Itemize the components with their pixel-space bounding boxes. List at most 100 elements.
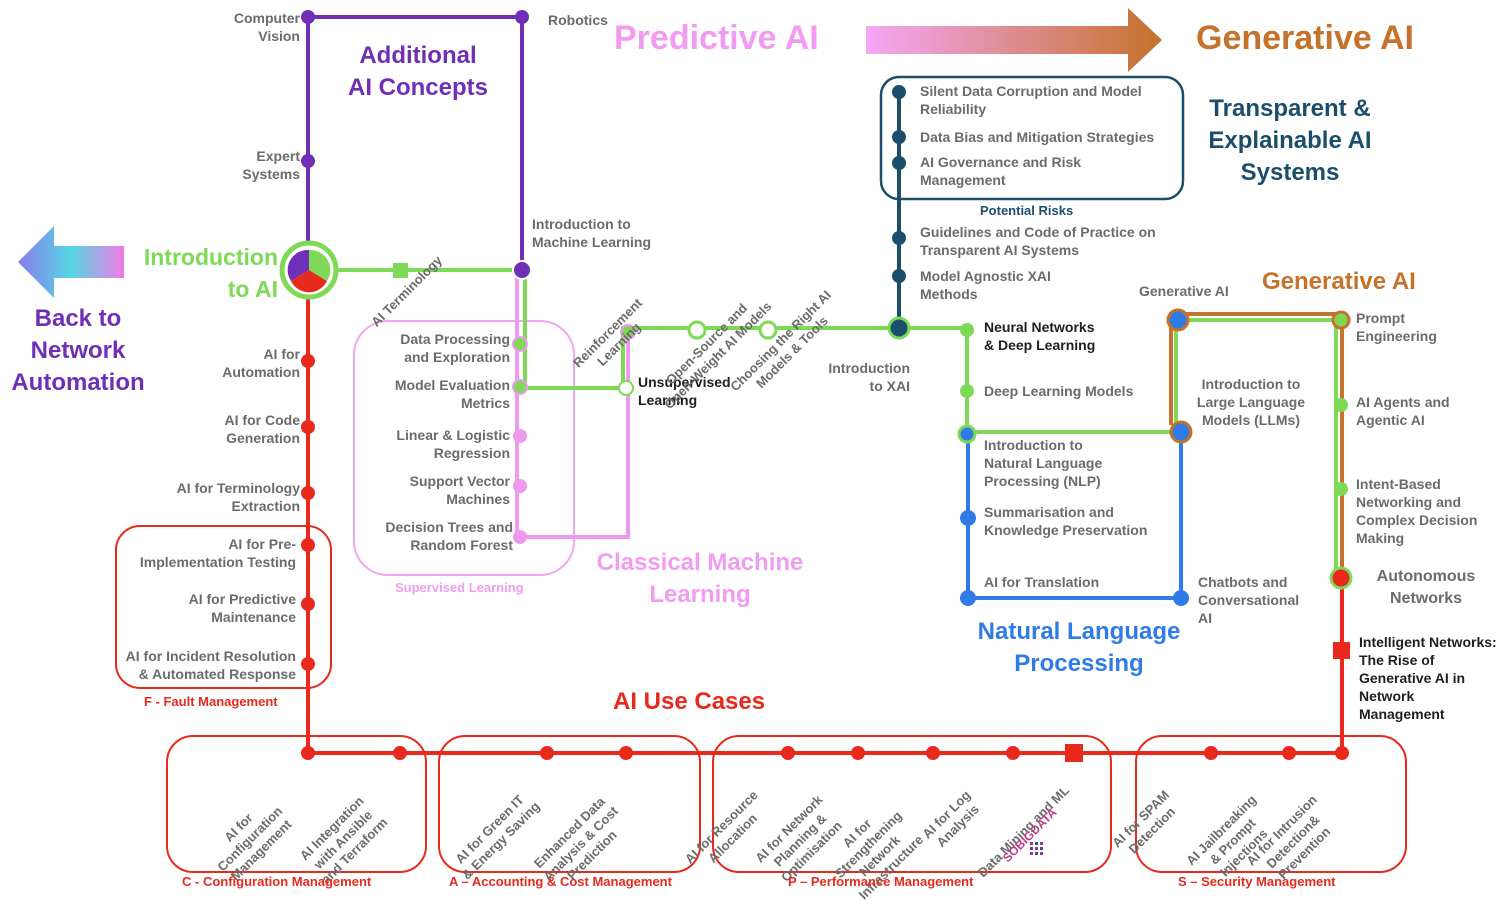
label-security-management: S – Security Management bbox=[1178, 874, 1336, 889]
label-chatbots: Chatbots and Conversational AI bbox=[1198, 574, 1300, 626]
station-translation[interactable] bbox=[960, 590, 976, 606]
station-data-bias[interactable] bbox=[892, 130, 906, 144]
generative-ai-top-heading: Generative AI bbox=[1196, 19, 1414, 57]
performance-group-box bbox=[712, 735, 1112, 873]
station-ai-code[interactable] bbox=[301, 420, 315, 434]
back-arrow-icon[interactable] bbox=[18, 226, 124, 298]
station-robotics[interactable] bbox=[515, 10, 529, 24]
label-ai-terminology-extraction: AI for Terminology Extraction bbox=[176, 480, 300, 514]
station-resource-alloc[interactable] bbox=[781, 746, 795, 760]
station-decision-trees[interactable] bbox=[513, 530, 527, 544]
back-to-network-automation[interactable]: Back to Network Automation bbox=[11, 305, 145, 396]
station-computer-vision[interactable] bbox=[301, 10, 315, 24]
station-autonomous[interactable] bbox=[1329, 566, 1353, 590]
station-model-agnostic[interactable] bbox=[892, 269, 906, 283]
station-generative-ai[interactable] bbox=[1166, 308, 1190, 332]
station-ai-agents[interactable] bbox=[1334, 398, 1348, 412]
label-deep-learning: Deep Learning Models bbox=[984, 383, 1134, 399]
intro-ai-heading: Introduction to AI bbox=[143, 244, 278, 302]
label-linear-logistic: Linear & Logistic Regression bbox=[396, 427, 510, 461]
configuration-group-box bbox=[166, 735, 427, 873]
hub-purple-segment bbox=[287, 249, 309, 281]
station-config-mgmt[interactable] bbox=[301, 746, 315, 760]
station-ai-preimpl[interactable] bbox=[301, 538, 315, 552]
station-deep-learning[interactable] bbox=[960, 384, 974, 398]
station-ansible[interactable] bbox=[393, 746, 407, 760]
sobigdata-logo-icon bbox=[1030, 842, 1043, 855]
station-jailbreaking[interactable] bbox=[1282, 746, 1296, 760]
label-intent-based: Intent-Based Networking and Complex Deci… bbox=[1356, 476, 1478, 546]
station-intro-ml[interactable] bbox=[512, 260, 532, 280]
station-ai-incident[interactable] bbox=[301, 657, 315, 671]
label-guidelines: Guidelines and Code of Practice on Trans… bbox=[920, 224, 1156, 258]
label-intro-nlp: Introduction to Natural Language Process… bbox=[984, 437, 1103, 489]
label-fault-management: F - Fault Management bbox=[144, 694, 278, 709]
station-neural-networks[interactable] bbox=[960, 323, 974, 337]
label-ai-automation: AI for Automation bbox=[222, 346, 300, 380]
label-potential-risks: Potential Risks bbox=[980, 203, 1074, 218]
generative-ai-line-heading: Generative AI bbox=[1262, 268, 1416, 295]
pink-line bbox=[515, 270, 630, 539]
station-ai-automation[interactable] bbox=[301, 354, 315, 368]
station-green-it[interactable] bbox=[540, 746, 554, 760]
orange-line bbox=[1169, 312, 1344, 578]
predictive-to-generative-arrow bbox=[866, 8, 1162, 72]
hub-red-segment bbox=[291, 270, 327, 293]
station-data-mining[interactable] bbox=[1065, 744, 1083, 762]
nlp-heading: Natural Language Processing bbox=[977, 618, 1181, 677]
station-chatbots[interactable] bbox=[1173, 590, 1189, 606]
station-unsupervised[interactable] bbox=[618, 380, 634, 396]
station-expert-systems[interactable] bbox=[301, 154, 315, 168]
label-expert-systems: Expert Systems bbox=[242, 148, 300, 182]
station-intro-llm[interactable] bbox=[1169, 420, 1193, 444]
station-reinforcement[interactable] bbox=[620, 324, 636, 340]
label-supervised-learning: Supervised Learning bbox=[395, 580, 524, 595]
station-ai-terminology[interactable] bbox=[393, 263, 408, 278]
label-summarisation: Summarisation and Knowledge Preservation bbox=[984, 504, 1148, 538]
label-ai-preimpl: AI for Pre- Implementation Testing bbox=[139, 536, 296, 570]
station-prompt-engineering[interactable] bbox=[1331, 310, 1351, 330]
label-intro-ml: Introduction to Machine Learning bbox=[532, 216, 652, 250]
station-svm[interactable] bbox=[513, 479, 527, 493]
station-guidelines[interactable] bbox=[892, 231, 906, 245]
classical-ml-heading: Classical Machine Learning bbox=[596, 549, 804, 608]
predictive-ai-heading: Predictive AI bbox=[614, 19, 819, 57]
fault-group-box bbox=[115, 525, 332, 689]
station-strengthening[interactable] bbox=[926, 746, 940, 760]
label-data-bias: Data Bias and Mitigation Strategies bbox=[920, 129, 1155, 145]
station-data-processing[interactable] bbox=[512, 336, 528, 352]
label-neural-networks: Neural Networks & Deep Learning bbox=[984, 319, 1096, 353]
label-ai-agents: AI Agents and Agentic AI bbox=[1356, 394, 1450, 428]
station-intro-nlp[interactable] bbox=[957, 424, 977, 444]
label-data-processing: Data Processing and Exploration bbox=[400, 331, 510, 365]
station-enhanced-data[interactable] bbox=[619, 746, 633, 760]
station-open-source[interactable] bbox=[687, 320, 707, 340]
station-choosing[interactable] bbox=[758, 320, 778, 340]
station-linear-logistic[interactable] bbox=[513, 429, 527, 443]
accounting-group-box bbox=[438, 735, 701, 873]
station-ai-predictive[interactable] bbox=[301, 597, 315, 611]
label-configuration-management: C - Configuration Management bbox=[182, 874, 372, 889]
label-ai-code: AI for Code Generation bbox=[224, 412, 300, 446]
station-intrusion[interactable] bbox=[1335, 746, 1349, 760]
station-ai-terminology-extraction[interactable] bbox=[301, 486, 315, 500]
label-intelligent-networks: Intelligent Networks: The Rise of Genera… bbox=[1359, 634, 1497, 722]
station-silent-data[interactable] bbox=[892, 85, 906, 99]
label-silent-data: Silent Data Corruption and Model Reliabi… bbox=[920, 83, 1142, 117]
station-network-planning[interactable] bbox=[851, 746, 865, 760]
label-ai-predictive: AI for Predictive Maintenance bbox=[188, 591, 296, 625]
station-model-evaluation[interactable] bbox=[512, 379, 528, 395]
station-spam[interactable] bbox=[1204, 746, 1218, 760]
station-intelligent-networks[interactable] bbox=[1333, 642, 1350, 659]
security-group-box bbox=[1135, 735, 1407, 873]
label-accounting-management: A – Accounting & Cost Management bbox=[449, 874, 672, 889]
station-governance[interactable] bbox=[892, 156, 906, 170]
station-intro-xai[interactable] bbox=[887, 316, 911, 340]
hub-green-segment bbox=[309, 249, 331, 281]
station-intent-based[interactable] bbox=[1334, 482, 1348, 496]
station-log-analysis[interactable] bbox=[1006, 746, 1020, 760]
label-ai-incident: AI for Incident Resolution & Automated R… bbox=[125, 648, 296, 682]
label-translation: AI for Translation bbox=[984, 574, 1100, 590]
station-summarisation[interactable] bbox=[960, 510, 976, 526]
